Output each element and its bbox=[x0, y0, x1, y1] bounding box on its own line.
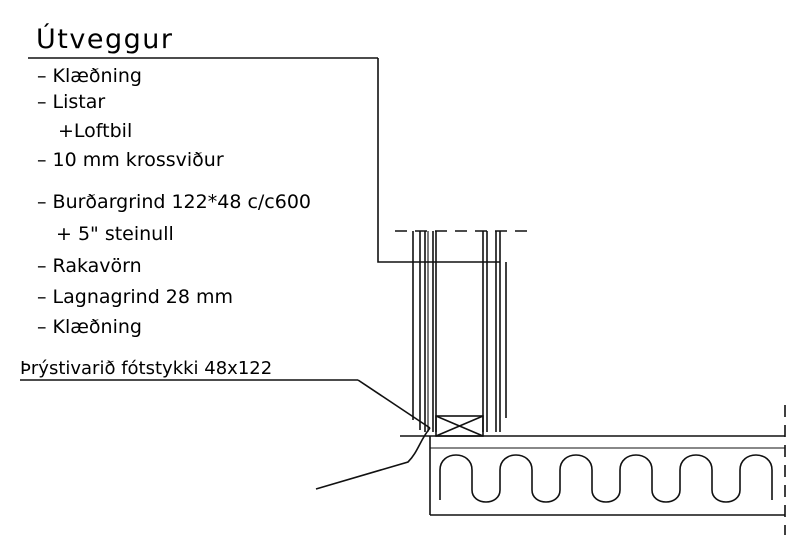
slab-insulation-pattern bbox=[439, 454, 773, 503]
title-leader-line bbox=[377, 58, 500, 263]
footplate-symbol bbox=[435, 415, 484, 437]
layer-item: + 5" steinull bbox=[56, 223, 174, 245]
layer-item: – 10 mm krossviður bbox=[37, 149, 224, 171]
layer-item: – Rakavörn bbox=[37, 255, 142, 277]
layer-list: – Klæðning – Listar +Loftbil – 10 mm kro… bbox=[37, 65, 311, 338]
drawing-title: Útveggur bbox=[36, 23, 173, 55]
layer-item: – Klæðning bbox=[37, 65, 142, 87]
inner-wall-layers bbox=[482, 231, 507, 432]
layer-item: +Loftbil bbox=[58, 120, 132, 142]
footing-label: Þrýstivarið fótstykki 48x122 bbox=[20, 358, 272, 379]
layer-item: – Listar bbox=[37, 91, 105, 113]
lower-leader-line bbox=[315, 427, 431, 490]
layer-item: – Burðargrind 122*48 c/c600 bbox=[37, 191, 311, 213]
layer-item: – Klæðning bbox=[37, 316, 142, 338]
outer-wall-layers bbox=[412, 231, 437, 432]
footing-leader-line bbox=[357, 379, 431, 429]
layer-item: – Lagnagrind 28 mm bbox=[37, 286, 233, 308]
